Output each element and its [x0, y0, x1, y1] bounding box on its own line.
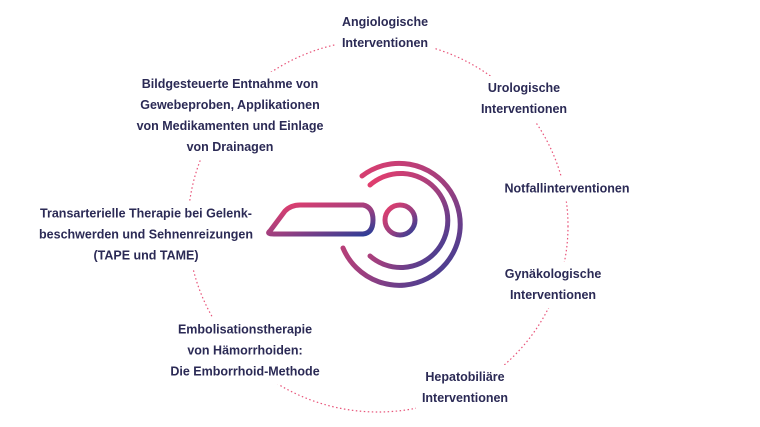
- scanner-icon: [265, 160, 463, 288]
- label-line: Transarterielle Therapie bei Gelenk-: [40, 206, 252, 221]
- label-line: Gewebeproben, Applikationen: [140, 98, 320, 112]
- label-line: Interventionen: [480, 102, 568, 116]
- label-line: Gynäkologische: [504, 267, 602, 281]
- label-embolisationstherapie: Embolisationstherapie von Hämorrhoiden: Di…: [164, 317, 326, 385]
- label-line: Angiologische: [341, 15, 429, 29]
- dotted-ring: [187, 39, 569, 413]
- label-notfallinterventionen: Notfallinterventionen: [498, 176, 636, 202]
- label-line: Notfallinterventionen: [504, 181, 630, 196]
- label-line: von Medikamenten und Einlage: [136, 119, 324, 133]
- label-line: Interventionen: [341, 36, 429, 50]
- label-line: von Hämorrhoiden:: [187, 343, 303, 358]
- label-line: Interventionen: [421, 391, 509, 405]
- label-line: Embolisationstherapie: [177, 322, 313, 337]
- label-line: beschwerden und Sehnenreizungen: [39, 227, 253, 242]
- label-line: Die Emborrhoid-Methode: [170, 364, 320, 379]
- label-line: Bildgesteuerte Entnahme von: [141, 77, 319, 91]
- label-line: (TAPE und TAME): [93, 248, 199, 263]
- label-line: Interventionen: [509, 288, 597, 302]
- label-line: Urologische: [487, 81, 561, 95]
- label-line: von Drainagen: [186, 140, 274, 154]
- label-line: Hepatobiliäre: [425, 370, 505, 384]
- label-transarterielle-therapie: Transarterielle Therapie bei Gelenk-besc…: [33, 201, 259, 269]
